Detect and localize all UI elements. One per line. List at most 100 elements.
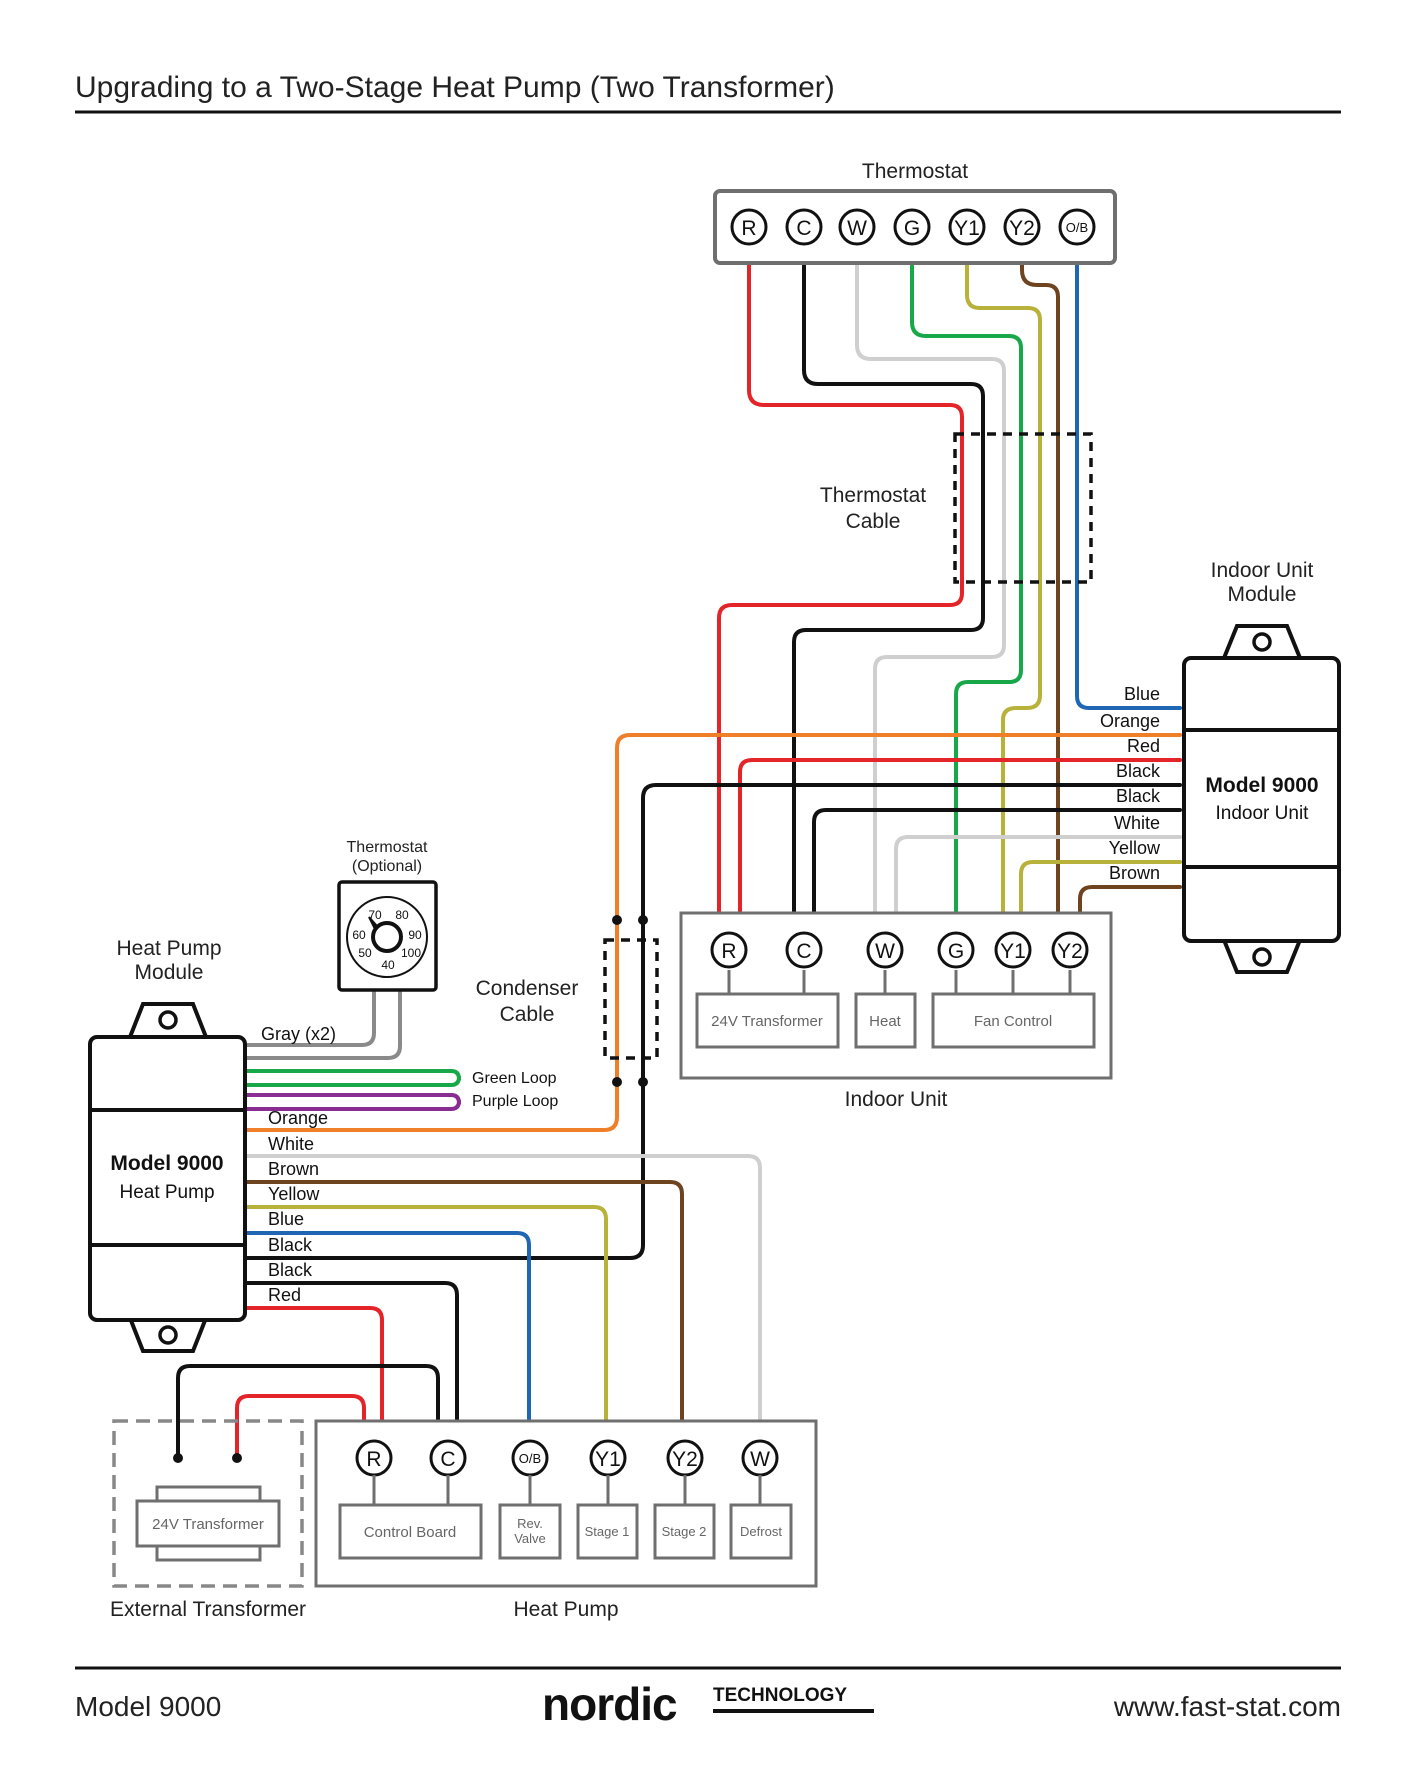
thermostat-terminal-g: G [893,208,931,246]
thermostat-terminal-label: O/B [1066,220,1088,235]
dial-90: 90 [408,928,422,942]
heat-pump-terminal-ob: O/B [511,1439,549,1477]
dial-80: 80 [395,908,409,922]
indoor-module-sub: Indoor Unit [1216,803,1310,824]
thermostat-cable-label-2: Cable [846,510,901,533]
purple-loop-label: Purple Loop [472,1093,558,1110]
wire-red-heatpump [241,1306,384,1441]
wire-gray1 [241,988,376,1047]
indoor-transformer-label: 24V Transformer [711,1013,823,1030]
dial-50: 50 [358,946,372,960]
defrost-label: Defrost [740,1524,782,1539]
indoor-terminal-r: R [710,931,748,969]
thermostat-terminal-r: R [730,208,768,246]
indoor-wire-label-yellow: Yellow [1109,838,1161,858]
thermostat-dial-numbers: 70 80 60 90 50 100 40 [352,908,422,972]
wire-brown-indoor [1078,885,1182,938]
wire-yellow-indoor [1019,860,1182,938]
ext-transformer-bottom-cap [155,1544,262,1562]
wire-purple-loop-2 [241,1099,461,1111]
heat-pump-wire-label-black: Black [268,1260,313,1280]
footer-brand-sub: TECHNOLOGY [713,1685,847,1706]
footer-brand-logo: nordic [542,1678,677,1730]
indoor-wire-label-black: Black [1116,786,1161,806]
indoor-fan-control-box [931,992,1096,1049]
optional-thermostat-label-2: (Optional) [352,858,422,875]
wire-red-indoor [738,758,1182,938]
thermostat-label: Thermostat [862,160,968,183]
dial-70: 70 [368,908,382,922]
wire-black-thermostat [792,236,985,938]
thermostat-terminal-label: R [741,217,756,240]
indoor-wire-label-orange: Orange [1100,711,1160,731]
control-board-box [338,1503,483,1560]
thermostat-dial-knob [371,921,403,953]
indoor-wire-label-blue: Blue [1124,684,1160,704]
indoor-module-hole-top [1252,632,1272,652]
stage1-label: Stage 1 [585,1524,630,1539]
indoor-module-body [1182,656,1341,943]
indoor-transformer-box [695,992,840,1049]
indoor-fan-control-label: Fan Control [974,1013,1052,1030]
indoor-terminal-label: G [948,940,964,963]
wire-red-thermostat [717,236,964,938]
indoor-terminal-g: G [937,931,975,969]
heat-pump-terminal-label: C [440,1448,455,1471]
external-transformer-box [112,1419,304,1588]
heat-pump-module-label-1: Heat Pump [116,937,221,960]
heat-pump-wire-label-brown: Brown [268,1159,319,1179]
page-title: Upgrading to a Two-Stage Heat Pump (Two … [75,71,835,104]
indoor-unit-label: Indoor Unit [845,1088,948,1111]
indoor-terminal-y2: Y2 [1051,931,1089,969]
indoor-heat-label: Heat [869,1013,902,1030]
condenser-cable-label-1: Condenser [476,977,579,1000]
heat-pump-module-hole-bottom [158,1325,178,1345]
wire-brown-thermostat [1020,236,1060,938]
wire-gray2 [241,988,402,1060]
wire-black2-heatpump [241,1281,459,1441]
heat-pump-wire-label-orange: Orange [268,1108,328,1128]
control-board-label: Control Board [364,1524,457,1541]
heat-pump-terminal-r: R [355,1439,393,1477]
thermostat-terminal-label: W [847,217,867,240]
ext-transformer-body [135,1499,281,1548]
heat-pump-wire-label-blue: Blue [268,1209,304,1229]
ext-transformer-label: 24V Transformer [152,1516,264,1533]
ext-transformer-top-cap [155,1485,262,1503]
wire-purple-loop-1 [241,1093,461,1105]
heat-pump-terminal-label: Y2 [672,1448,698,1471]
indoor-wire-label-white: White [1114,813,1160,833]
optional-thermostat-label-1: Thermostat [347,839,428,856]
wire-white-thermostat [855,236,1006,938]
indoor-module-hole-bottom [1252,947,1272,967]
indoor-terminal-label: Y2 [1057,940,1083,963]
heat-pump-terminal-label: R [366,1448,381,1471]
indoor-terminal-label: Y1 [1000,940,1026,963]
thermostat-terminal-ob: O/B [1058,208,1096,246]
footer-model: Model 9000 [75,1691,221,1722]
heat-pump-wire-label-red: Red [268,1285,301,1305]
indoor-module-label-1: Indoor Unit [1211,559,1314,582]
condenser-cable-box [603,938,659,1060]
heat-pump-module-body [88,1035,247,1322]
defrost-box [729,1503,793,1560]
wire-green-thermostat [910,236,1023,938]
wire-orange-indoor [241,733,1182,1132]
condenser-cable-label-2: Cable [500,1003,555,1026]
wire-blue-thermostat [1075,236,1182,710]
rev-valve-label-1: Rev. [517,1516,543,1531]
wire-black2-indoor [812,808,1182,938]
heat-pump-module-label-2: Module [135,961,204,984]
wire-red-ext [235,1394,366,1460]
heat-pump-wire-label-yellow: Yellow [268,1184,320,1204]
indoor-terminal-label: W [875,940,895,963]
wire-yellow-thermostat [965,236,1042,938]
heat-pump-label: Heat Pump [513,1598,618,1621]
indoor-unit-stubs [727,970,1072,994]
stage2-label: Stage 2 [662,1524,707,1539]
wire-yellow-heatpump [241,1205,608,1441]
thermostat-terminal-c: C [785,208,823,246]
